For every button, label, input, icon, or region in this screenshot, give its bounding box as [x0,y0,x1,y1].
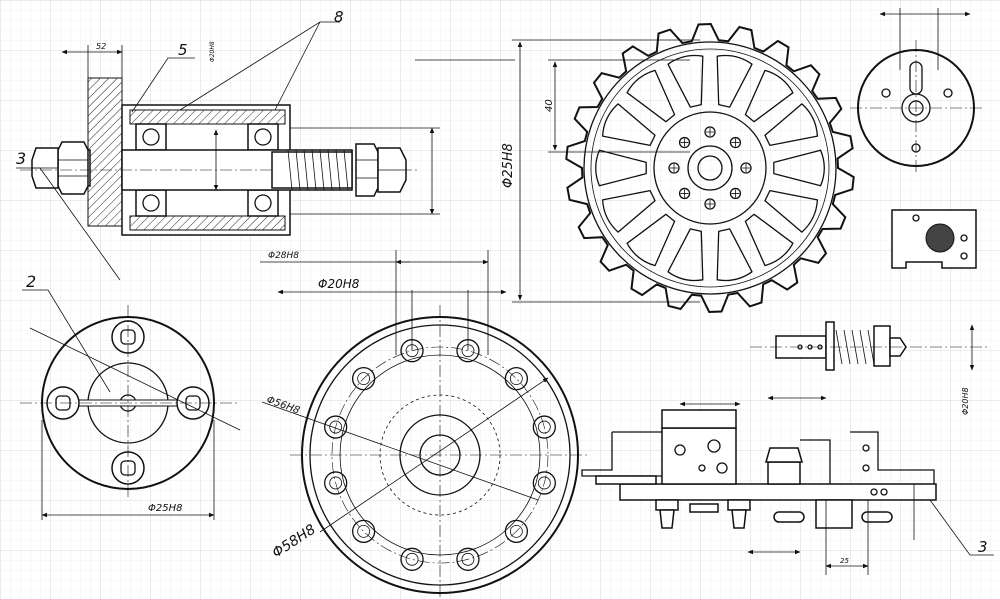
bolt-hole [351,519,376,544]
shaft-assembly-section [16,21,440,281]
bracket-view [891,209,977,269]
gear-spoke-window [764,103,819,147]
round-flange-view [20,289,241,520]
gear-spoke-window [601,103,656,147]
dim-phi25h8-gear: Φ25H8 [501,143,516,188]
dim-40: 40 [544,99,555,112]
gear-spoke-window [595,149,647,187]
hub-hole-cross [742,164,750,172]
hub-hole-cross [731,138,740,147]
part-label-3-right: 3 [978,538,988,556]
bolt-hole-inner [329,476,343,490]
gear-spoke-window [601,189,656,233]
lever-mechanism-view [581,395,994,575]
bearing-right-top [247,123,279,151]
dim-25: 25 [840,557,849,565]
bolt-hole-inner [357,524,371,538]
bolt-hole [504,366,529,391]
bolt-circle-flange-view [261,250,590,599]
hub-hole [729,136,742,149]
hub-hole [729,187,742,200]
part-label-2: 2 [26,272,36,291]
bolt-hole-inner [537,476,551,490]
hub-hole-cross [670,164,678,172]
bearing-left-top [135,123,167,151]
spur-gear-view [415,22,855,314]
hub-hole [678,136,691,149]
gear-spoke-window [716,228,753,282]
bolt-hole-inner [329,420,343,434]
bolt-hole [351,366,376,391]
hub-hole [704,198,716,210]
part-label-5: 5 [178,41,188,59]
bolt-hole-inner [509,524,523,538]
gear-spoke-window [626,213,676,267]
dim-52: 52 [96,42,106,51]
bolt-hole [400,547,424,571]
dim-phi20h8-right: Φ20H8 [961,387,970,415]
cam-disc-view [850,8,985,175]
gear-hub-holes [668,126,752,210]
bolt-hole [532,471,556,495]
hub-hole [740,162,752,174]
bolt-hole-inner [537,420,551,434]
flange-bolt-holes [324,339,556,571]
bolt-hole-inner [405,552,419,566]
bolt-hole [324,471,348,495]
dim-phi25h8-flange: Φ25H8 [148,503,182,514]
part-label-3-left: 3 [16,149,26,168]
dim-phi28h8: Φ28H8 [268,251,299,261]
gear-spoke-window [667,54,704,108]
hub-hole [668,162,680,174]
part-label-8: 8 [334,8,344,26]
gear-spoke-window [744,213,794,267]
spring-plunger-view [750,321,990,371]
hub-hole [704,126,716,138]
bolt-hole [532,415,556,439]
gear-spoke-window [764,189,819,233]
hub-hole-cross [706,128,714,136]
dim-phi20h8-mid: Φ20H8 [318,277,360,291]
bolt-hole [504,519,529,544]
bolt-hole-inner [461,552,475,566]
gear-spoke-window [716,54,753,108]
hub-hole-cross [706,200,714,208]
bolt-hole [324,415,348,439]
bolt-hole-inner [357,372,371,386]
bolt-hole-inner [509,372,523,386]
bearing-left-bottom [135,189,167,217]
gear-spoke-window [773,149,825,187]
bearing-right-bottom [247,189,279,217]
gear-spoke-window [667,228,704,282]
dim-phi20h8-small: Φ20H8 [209,41,216,62]
hub-hole-cross [680,138,689,147]
bolt-hole [456,547,480,571]
hub-hole-cross [680,189,689,198]
hub-hole [678,187,691,200]
gear-spoke-windows [595,54,825,282]
hub-hole-cross [731,189,740,198]
gear-spoke-window [626,69,676,123]
gear-spoke-window [744,69,794,123]
